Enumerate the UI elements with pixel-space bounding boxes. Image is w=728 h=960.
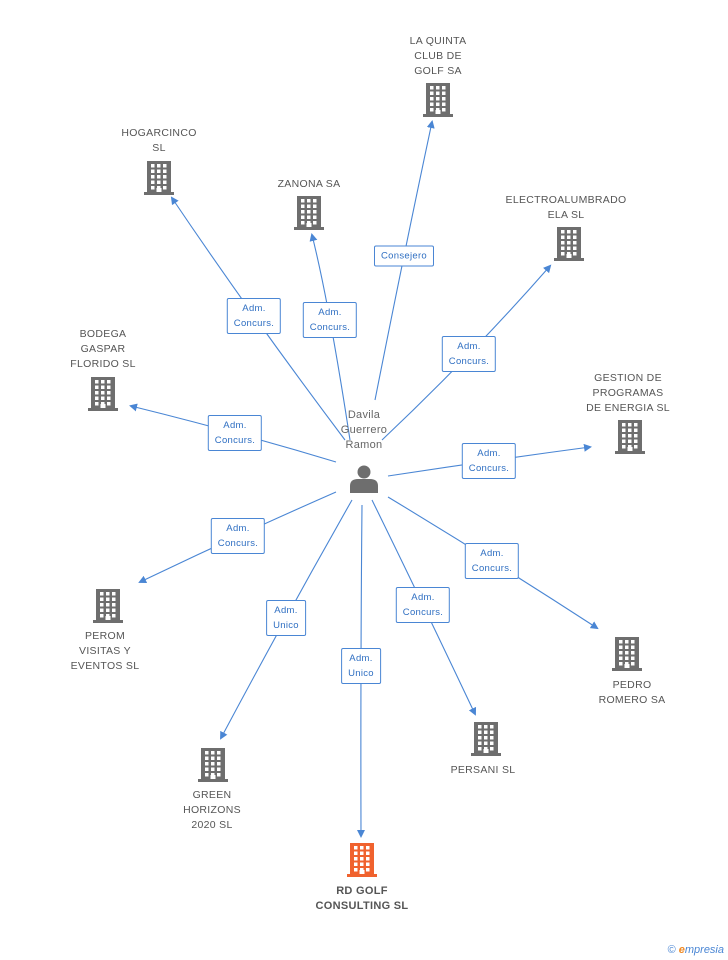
building-icon-green[interactable]	[198, 748, 228, 782]
node-label-laquinta[interactable]: LA QUINTA CLUB DE GOLF SA	[409, 35, 467, 77]
node-label-pedro[interactable]: PEDRO ROMERO SA	[598, 679, 666, 706]
node-label-perom[interactable]: PEROM VISITAS Y EVENTOS SL	[70, 630, 140, 672]
node-label-bodega[interactable]: BODEGA GASPAR FLORIDO SL	[70, 328, 136, 370]
node-label-gestion[interactable]: GESTION DE PROGRAMAS DE ENERGIA SL	[586, 372, 670, 414]
node-label-hogarcinco[interactable]: HOGARCINCO SL	[121, 127, 197, 154]
building-icon-pedro[interactable]	[612, 637, 642, 671]
building-icon-electro[interactable]	[554, 227, 584, 261]
edge-label-pedro[interactable]: Adm. Concurs.	[464, 543, 520, 579]
node-label-electro[interactable]: ELECTROALUMBRADO ELA SL	[505, 194, 627, 221]
edge-label-zanona[interactable]: Adm. Concurs.	[302, 302, 358, 338]
node-label-green[interactable]: GREEN HORIZONS 2020 SL	[183, 789, 241, 831]
building-icon-perom[interactable]	[93, 589, 123, 623]
building-icon-hogarcinco[interactable]	[144, 161, 174, 195]
edge-label-gestion[interactable]: Adm. Concurs.	[461, 443, 517, 479]
node-label-zanona[interactable]: ZANONA SA	[277, 178, 341, 190]
edge-label-persani[interactable]: Adm. Concurs.	[395, 587, 451, 623]
edge-label-laquinta[interactable]: Consejero	[373, 245, 435, 267]
brand-logo-letter: e	[678, 944, 685, 956]
brand-watermark: ©empresia	[668, 944, 724, 956]
person-icon[interactable]	[350, 465, 378, 494]
building-icon-laquinta[interactable]	[423, 83, 453, 117]
edge-label-rdgolf[interactable]: Adm. Unico	[341, 648, 381, 684]
brand-name: mpresia	[684, 944, 724, 956]
node-label-rdgolf[interactable]: RD GOLF CONSULTING SL	[315, 885, 409, 912]
edge-label-perom[interactable]: Adm. Concurs.	[210, 518, 266, 554]
building-icon-bodega[interactable]	[88, 377, 118, 411]
copyright-symbol: ©	[667, 944, 676, 956]
edge-label-hogarcinco[interactable]: Adm. Concurs.	[226, 298, 282, 334]
building-icon-zanona[interactable]	[294, 196, 324, 230]
building-icon-gestion[interactable]	[615, 420, 645, 454]
edge-label-bodega[interactable]: Adm. Concurs.	[207, 415, 263, 451]
edge-label-green[interactable]: Adm. Unico	[266, 600, 306, 636]
center-person-label[interactable]: Davila Guerrero Ramon	[340, 409, 388, 451]
building-icon-persani[interactable]	[471, 722, 501, 756]
node-label-persani[interactable]: PERSANI SL	[450, 764, 516, 776]
building-icon-rdgolf[interactable]	[347, 843, 377, 877]
edge-label-electro[interactable]: Adm. Concurs.	[441, 336, 497, 372]
